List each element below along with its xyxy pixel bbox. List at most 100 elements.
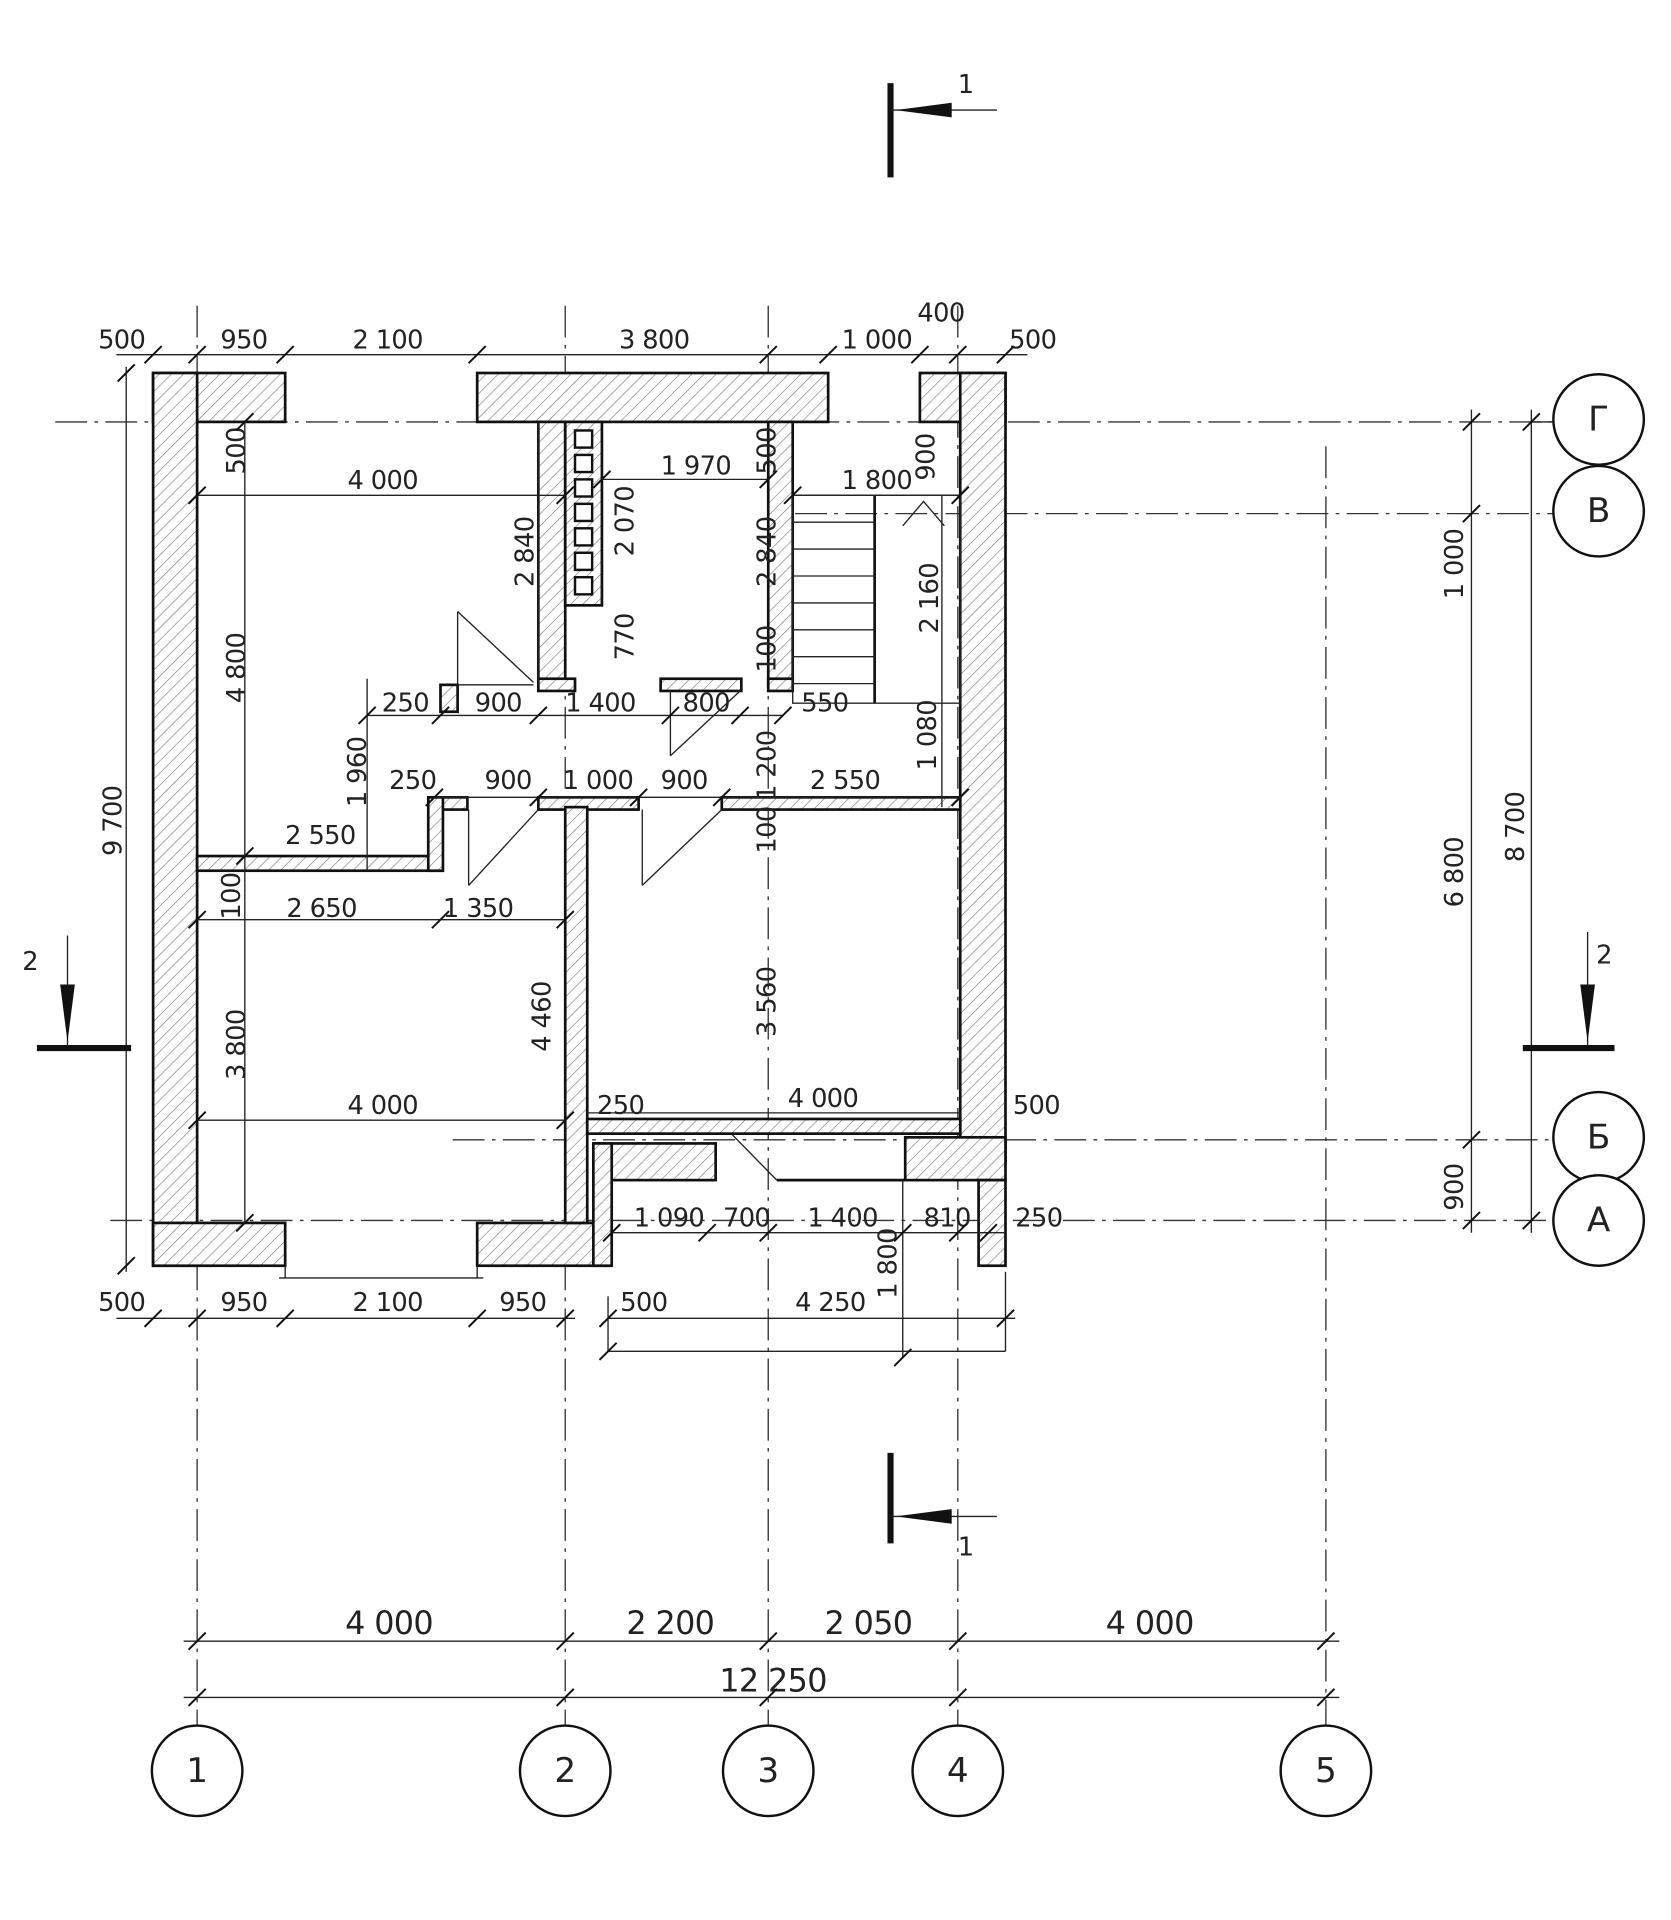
dimension-label: 1 400 bbox=[807, 1204, 877, 1234]
axis-bubble bbox=[1552, 464, 1646, 558]
dimension-label: 2 100 bbox=[352, 1288, 422, 1318]
dimension-tick bbox=[187, 910, 207, 929]
dimension-tick bbox=[555, 1631, 575, 1651]
dimension-label: 1 000 bbox=[842, 326, 912, 356]
dimension-tick bbox=[467, 1309, 487, 1328]
axis-bubble bbox=[518, 1724, 612, 1818]
dimension-lines bbox=[116, 353, 1533, 1699]
dimension-tick bbox=[758, 1688, 778, 1707]
dimension-label: 1 200 bbox=[753, 731, 783, 801]
dimension-label: 3 560 bbox=[753, 967, 783, 1037]
dimension-tick bbox=[730, 706, 750, 725]
dimension-label: 950 bbox=[220, 1288, 267, 1318]
dimension-tick bbox=[187, 1110, 207, 1130]
section-label: 2 bbox=[1596, 941, 1612, 971]
flue-duct bbox=[573, 502, 594, 523]
dimension-tick bbox=[1462, 1211, 1481, 1230]
dimension-tick bbox=[697, 1223, 717, 1242]
dimension-tick bbox=[187, 1631, 207, 1651]
dimension-tick bbox=[910, 345, 930, 364]
dimension-label: 250 bbox=[382, 689, 429, 719]
dimension-label: 900 bbox=[1440, 1164, 1470, 1211]
dimension-label: 900 bbox=[485, 766, 532, 796]
dimension-label: 250 bbox=[597, 1091, 644, 1121]
dimension-tick bbox=[629, 788, 648, 807]
dimension-tick bbox=[555, 1688, 575, 1707]
dimension-tick bbox=[818, 345, 838, 364]
dimension-label: 100 bbox=[753, 806, 783, 853]
dimension-label: 500 bbox=[1009, 326, 1056, 356]
dimension-label: 900 bbox=[661, 766, 708, 796]
flue-duct bbox=[573, 527, 594, 547]
dimension-label: 2 840 bbox=[753, 517, 783, 587]
axis-bubble bbox=[1552, 1174, 1646, 1267]
flue-duct bbox=[573, 551, 594, 572]
dimension-label: 810 bbox=[924, 1204, 971, 1234]
dimension-label: 500 bbox=[98, 1288, 145, 1318]
dimension-tick bbox=[235, 846, 255, 866]
dimension-label: 8 700 bbox=[1501, 792, 1531, 862]
dimension-label: 2 200 bbox=[626, 1605, 714, 1642]
dimension-label: 1 350 bbox=[443, 894, 513, 924]
dimension-tick bbox=[950, 486, 970, 505]
dimension-tick bbox=[996, 1309, 1015, 1328]
dimension-tick bbox=[661, 706, 680, 725]
dimension-tick bbox=[893, 1348, 913, 1367]
dimension-label: 700 bbox=[723, 1204, 770, 1234]
dimension-tick bbox=[1522, 1211, 1541, 1230]
dimension-tick bbox=[598, 1342, 618, 1361]
dimension-label: 500 bbox=[620, 1288, 667, 1318]
dimension-tick bbox=[948, 1223, 968, 1242]
dimension-label: 2 650 bbox=[286, 894, 356, 924]
section-label: 1 bbox=[958, 70, 974, 100]
dimension-tick bbox=[555, 1110, 575, 1130]
dimension-tick bbox=[555, 910, 575, 929]
dimension-tick bbox=[948, 345, 968, 364]
dimension-label: 3 800 bbox=[619, 326, 689, 356]
dimension-tick bbox=[235, 412, 255, 432]
dimension-label: 770 bbox=[611, 613, 641, 660]
dimension-tick bbox=[592, 470, 612, 489]
dimension-tick bbox=[275, 1309, 295, 1328]
dimension-tick bbox=[758, 1223, 778, 1242]
dimension-tick bbox=[187, 345, 207, 364]
dimension-label: 800 bbox=[683, 689, 730, 719]
door-swings bbox=[456, 610, 741, 886]
dimension-tick bbox=[758, 470, 778, 489]
column-axis-bubbles: 1 2 3 4 5 bbox=[150, 1724, 1373, 1818]
dimension-tick bbox=[773, 706, 793, 725]
dimension-tick bbox=[357, 706, 377, 725]
dimension-tick bbox=[1522, 412, 1541, 432]
dimension-tick bbox=[529, 706, 548, 725]
dimension-label: 3 800 bbox=[222, 1009, 252, 1079]
flue-duct bbox=[573, 453, 594, 474]
dimension-label: 1 970 bbox=[661, 451, 731, 481]
dimension-tick bbox=[431, 910, 450, 929]
dimension-label: 1 000 bbox=[1440, 529, 1470, 599]
dimension-tick bbox=[783, 486, 802, 505]
dimension-tick bbox=[602, 1223, 621, 1242]
dimension-tick bbox=[467, 345, 487, 364]
axis-bubble bbox=[1279, 1724, 1373, 1818]
walls bbox=[151, 371, 1007, 1279]
dimension-tick bbox=[555, 486, 575, 505]
dimension-label: 100 bbox=[217, 872, 247, 919]
section-mark-2-right: 2 bbox=[1522, 931, 1615, 1052]
axis-label: А bbox=[1587, 1200, 1611, 1240]
dimension-label: 1 800 bbox=[874, 1228, 904, 1298]
dimension-label: 4 000 bbox=[348, 1091, 418, 1121]
section-label: 1 bbox=[958, 1533, 974, 1563]
dimension-tick bbox=[950, 788, 970, 807]
axis-label: Г bbox=[1588, 399, 1609, 439]
dimension-tick bbox=[187, 1688, 207, 1707]
dimension-tick bbox=[143, 345, 163, 364]
axis-bubble bbox=[150, 1724, 244, 1818]
dimension-tick bbox=[712, 788, 732, 807]
axis-label: 4 bbox=[947, 1751, 969, 1791]
dimension-label: 1 800 bbox=[842, 466, 912, 496]
axis-label: Б bbox=[1587, 1117, 1611, 1157]
dimension-tick bbox=[1316, 1631, 1336, 1651]
dimension-tick bbox=[758, 1631, 778, 1651]
dimension-label: 2 050 bbox=[824, 1605, 912, 1642]
